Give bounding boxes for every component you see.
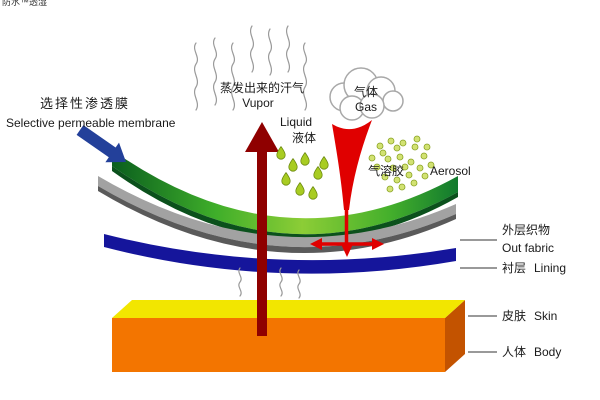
out-fabric-label-en: Out fabric <box>502 241 554 255</box>
skin-label-en: Skin <box>534 309 557 323</box>
lining-blue-layer <box>104 234 456 274</box>
gas-penetration-arrow <box>310 120 384 257</box>
body-label-cn: 人体 <box>502 345 526 359</box>
skin-top-face <box>112 300 465 318</box>
body-front-face <box>112 318 445 372</box>
vapor-up-arrow <box>245 122 279 336</box>
gas-cloud: 气体 Gas <box>329 67 404 121</box>
membrane-green-layer <box>112 150 458 235</box>
out-fabric-label-cn: 外层织物 <box>502 223 550 237</box>
gas-label-cn: 气体 <box>354 84 378 99</box>
vapor-waves <box>193 25 308 111</box>
body-side-face <box>445 300 465 372</box>
left-arrowhead <box>310 238 322 250</box>
membrane-pointer-arrow <box>76 125 126 163</box>
aerosol-label-en: Aerosol <box>430 164 471 178</box>
lining-label-cn: 衬层 <box>502 261 526 275</box>
body-label-en: Body <box>534 345 561 359</box>
vapor-label-cn: 蒸发出来的汗气 <box>220 80 304 95</box>
lining-label-en: Lining <box>534 261 566 275</box>
vapor-label-en: Vupor <box>242 96 274 110</box>
right-arrowhead <box>372 238 384 250</box>
gas-label-en: Gas <box>355 100 377 114</box>
membrane-label-en: Selective permeable membrane <box>6 116 176 130</box>
corner-caption: 防水™透湿 <box>2 0 47 7</box>
aerosol-particles <box>368 135 435 193</box>
membrane-label-cn: 选择性渗透膜 <box>40 96 130 111</box>
skin-label-cn: 皮肤 <box>502 308 526 323</box>
aerosol-label-cn: 气溶胶 <box>368 163 404 178</box>
liquid-label-en: Liquid <box>280 115 312 129</box>
liquid-droplets <box>276 146 329 200</box>
liquid-label-cn: 液体 <box>292 130 316 145</box>
down-arrowhead <box>341 244 353 257</box>
outer-gray-layer <box>98 176 456 248</box>
